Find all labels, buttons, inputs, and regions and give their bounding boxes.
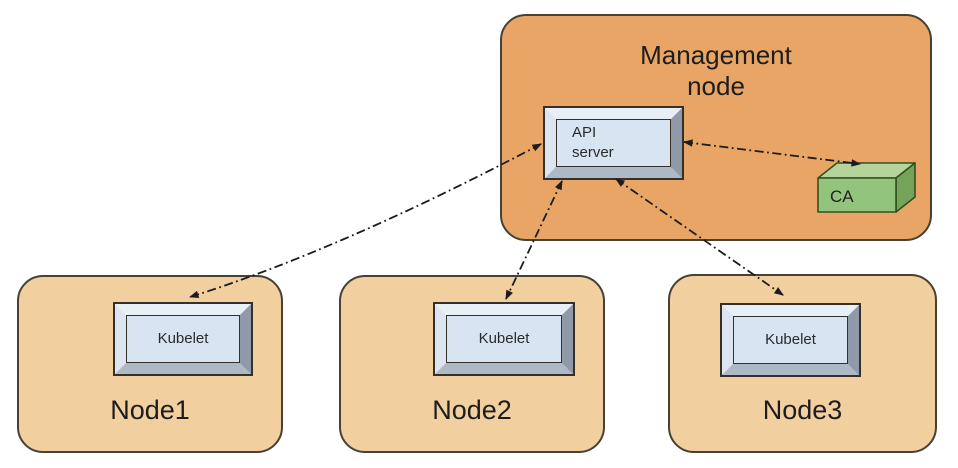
node-1-label: Node1: [110, 395, 190, 425]
kubelet-label-node1: Kubelet: [157, 330, 209, 347]
kubelet-box-node1: Kubelet: [115, 304, 251, 374]
kubelet-box-node3-inner: Kubelet: [733, 316, 848, 364]
api-server-box: API server: [545, 108, 682, 178]
node-3-label: Node3: [762, 395, 843, 425]
node-3: Kubelet Node3: [668, 274, 937, 453]
kubelet-label-node3: Kubelet: [765, 331, 816, 348]
node-1: Kubelet Node1: [17, 275, 283, 453]
kubelet-box-node2-inner: Kubelet: [446, 315, 562, 363]
node-2-label: Node2: [432, 395, 512, 425]
api-server-label: API server: [572, 124, 614, 161]
kubelet-label-node2: Kubelet: [478, 330, 530, 347]
kubelet-box-node2: Kubelet: [435, 304, 573, 374]
kubelet-box-node1-inner: Kubelet: [126, 315, 240, 363]
api-server-box-inner: API server: [556, 119, 671, 167]
management-node-title: Management node: [640, 40, 792, 101]
node-2: Kubelet Node2: [339, 275, 605, 453]
kubelet-box-node3: Kubelet: [722, 305, 859, 375]
management-node: Management node API server: [500, 14, 932, 241]
